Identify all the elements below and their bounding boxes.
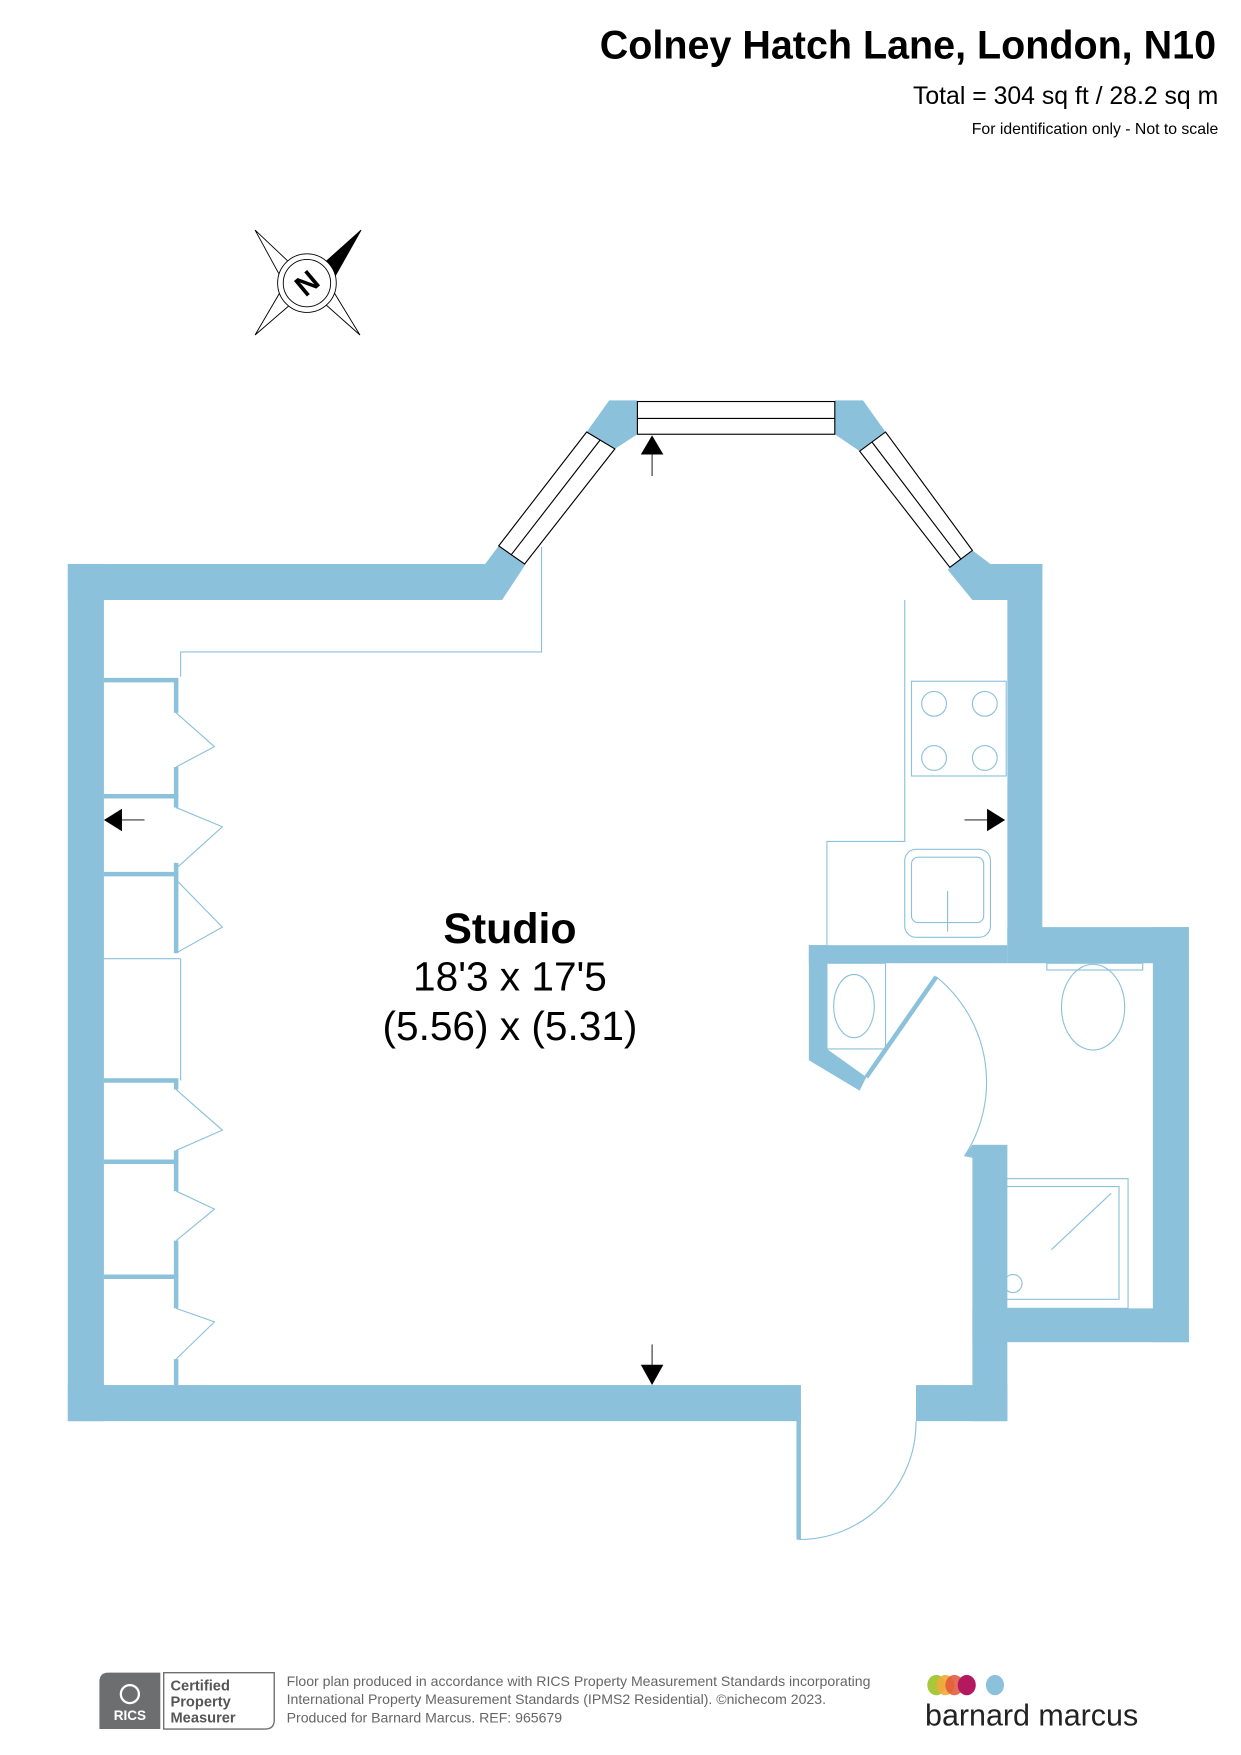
- footer-note-3: Produced for Barnard Marcus. REF: 965679: [287, 1709, 563, 1725]
- rics-badge: RICS Certified Property Measurer: [99, 1671, 275, 1730]
- room-dimensions-imperial: 18'3 x 17'5: [413, 953, 607, 999]
- property-title: Colney Hatch Lane, London, N10: [600, 24, 1216, 68]
- room-name: Studio: [443, 905, 576, 953]
- badge-line-1: Certified: [170, 1679, 229, 1695]
- fittings: [103, 547, 1144, 1541]
- bay-window-left: [497, 431, 616, 565]
- badge-line-3: Measurer: [170, 1710, 235, 1726]
- rics-logo-text: RICS: [114, 1708, 146, 1723]
- dimension-arrows: [103, 435, 1006, 1386]
- footer-note-2: International Property Measurement Stand…: [287, 1691, 826, 1707]
- barnard-marcus-logo: barnard marcus: [925, 1674, 1138, 1733]
- brand-name: barnard marcus: [925, 1699, 1138, 1733]
- disclaimer: For identification only - Not to scale: [972, 121, 1219, 138]
- rics-lion-icon: [119, 1683, 141, 1705]
- badge-line-2: Property: [170, 1695, 231, 1711]
- footer-note-1: Floor plan produced in accordance with R…: [287, 1673, 871, 1689]
- total-area: Total = 304 sq ft / 28.2 sq m: [913, 83, 1218, 110]
- compass-icon: N: [254, 229, 362, 336]
- walls: [67, 400, 1189, 1422]
- room-dimensions-metric: (5.56) x (5.31): [382, 1003, 637, 1049]
- windows: [497, 400, 974, 569]
